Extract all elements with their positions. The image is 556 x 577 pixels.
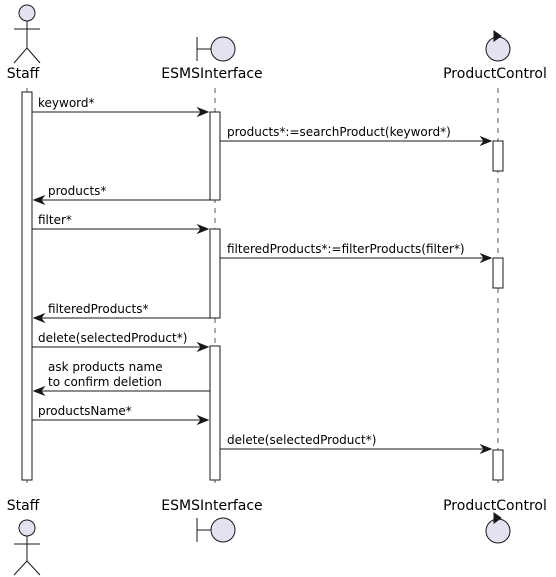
message-filter-products: filteredProducts*:=filterProducts(filter… (220, 242, 493, 264)
message-label: products*:=searchProduct(keyword*) (227, 125, 451, 139)
message-products-return: products* (32, 184, 210, 206)
activation-bar (209, 228, 221, 319)
message-filter: filter* (32, 213, 210, 235)
participant-label: ProductControl (443, 498, 547, 514)
participant-label: ESMSInterface (161, 498, 262, 514)
participant-label: ProductControl (443, 66, 547, 82)
activation-bar (209, 345, 221, 481)
activation-bar (492, 140, 504, 172)
message-delete-selected: delete(selectedProduct*) (220, 433, 493, 455)
message-label: products* (48, 184, 106, 198)
boundary-icon (196, 36, 236, 62)
message-label: filter* (38, 213, 72, 227)
participant-staff-bottom: Staff (7, 498, 41, 576)
participant-productcontrol-top: ProductControl (443, 30, 547, 82)
participant-esmsinterface-top: ESMSInterface (161, 36, 263, 82)
message-label: to confirm deletion (48, 375, 162, 389)
activation-bar (492, 449, 504, 481)
message-label: delete(selectedProduct*) (227, 433, 376, 447)
message-products-name: productsName* (32, 404, 210, 426)
activation-bar (492, 257, 504, 289)
participant-staff-top: Staff (7, 4, 41, 82)
activation-bar (209, 111, 221, 201)
message-label: keyword* (38, 96, 95, 110)
message-search-product: products*:=searchProduct(keyword*) (220, 125, 493, 147)
message-keyword: keyword* (32, 96, 210, 118)
message-label: delete(selectedProduct*) (38, 331, 187, 345)
participant-label: ESMSInterface (161, 66, 262, 82)
message-delete-request: delete(selectedProduct*) (32, 331, 210, 353)
boundary-icon (196, 517, 236, 543)
message-ask-confirm: ask products name to confirm deletion (32, 360, 210, 397)
message-filtered-products-return: filteredProducts* (32, 302, 210, 324)
participant-label: Staff (7, 498, 40, 514)
participant-label: Staff (7, 66, 40, 82)
control-icon (485, 512, 511, 544)
participant-esmsinterface-bottom: ESMSInterface (161, 498, 263, 543)
message-label: filteredProducts* (48, 302, 148, 316)
actor-icon (13, 519, 41, 576)
activation-bar (21, 91, 33, 481)
participant-productcontrol-bottom: ProductControl (443, 498, 547, 544)
message-label: filteredProducts*:=filterProducts(filter… (227, 242, 465, 256)
message-label: productsName* (38, 404, 132, 418)
actor-icon (13, 4, 41, 64)
message-label: ask products name (48, 360, 163, 374)
control-icon (485, 30, 511, 62)
